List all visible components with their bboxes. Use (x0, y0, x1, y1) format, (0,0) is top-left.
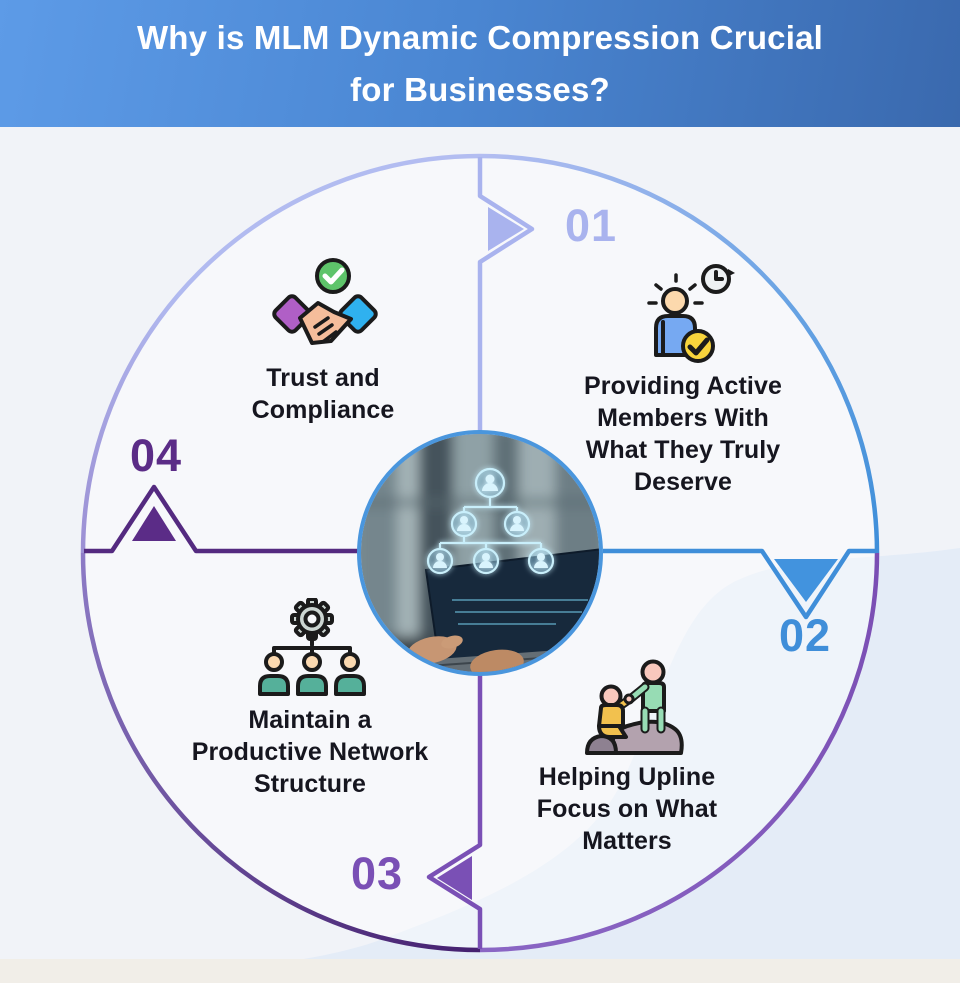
step-number-03: 03 (350, 848, 404, 899)
step-label-trust-compliance: Trust and Compliance (251, 364, 395, 424)
step-number-01: 01 (564, 200, 618, 251)
network-hierarchy-hologram (426, 467, 555, 575)
step-number-04: 04 (129, 430, 183, 481)
person-time-check-icon (628, 262, 738, 372)
step-number-02: 02 (778, 610, 832, 661)
footer-strip (0, 959, 960, 983)
arrow-step3-icon (437, 856, 472, 900)
background-wave-shape (0, 548, 960, 983)
helping-hand-icon (579, 656, 689, 766)
step-label-maintain-network: Maintain a Productive Network Structure (191, 706, 429, 798)
divider-top (477, 157, 535, 432)
page-title: Why is MLM Dynamic Compression Crucial f… (136, 19, 824, 108)
divider-left (84, 484, 359, 554)
handshake-compliance-icon (270, 256, 380, 366)
gear-team-structure-icon (257, 597, 367, 708)
arrow-step4-icon (132, 506, 176, 541)
center-photo-ring (357, 430, 603, 676)
divider-right (603, 548, 876, 620)
divider-bottom (426, 674, 483, 949)
arrow-step2-icon (774, 559, 838, 602)
arrow-step1-icon (488, 207, 524, 251)
header-banner: Why is MLM Dynamic Compression Crucial f… (0, 0, 960, 127)
step-label-helping-upline: Helping Upline Focus on What Matters (536, 763, 718, 855)
cycle-ring (80, 153, 880, 953)
step-label-providing-active-members: Providing Active Members With What They … (584, 372, 782, 496)
